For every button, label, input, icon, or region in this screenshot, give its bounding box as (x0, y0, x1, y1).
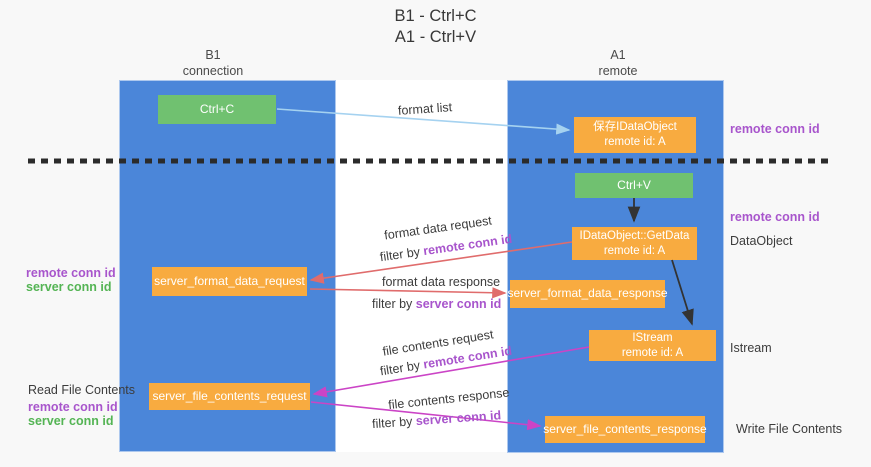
lane-b1-subtitle: connection (182, 63, 244, 78)
label-remote-conn-id-left-2: remote conn id (28, 400, 118, 414)
node-getdata-line2: remote id: A (603, 244, 666, 257)
node-save-idataobject-line1: 保存IDataObject (593, 121, 677, 134)
node-getdata-line1: IDataObject::GetData (579, 229, 690, 242)
label-filter-by-server-1: filter by server conn id (372, 297, 501, 311)
node-file-request-label: server_file_contents_request (152, 388, 307, 403)
node-istream-line2: remote id: A (621, 346, 684, 359)
node-save-idataobject: 保存IDataObject remote id: A (574, 117, 696, 153)
filter-prefix-2: filter by (372, 297, 416, 311)
lane-a1-subtitle: remote (598, 63, 638, 78)
label-read-file-contents: Read File Contents (28, 383, 136, 397)
label-dataobject: DataObject (730, 234, 793, 248)
node-server-format-data-request: server_format_data_request (152, 267, 307, 296)
lane-a1-name: A1 (610, 48, 626, 62)
node-format-response-label: server_format_data_response (507, 286, 668, 301)
label-istream: Istream (730, 341, 772, 355)
node-file-response-label: server_file_contents_response (543, 421, 707, 436)
lane-header-b1: B1 connection (133, 48, 293, 79)
label-server-conn-id-left-1: server conn id (26, 280, 112, 294)
label-write-file-contents: Write File Contents (736, 422, 843, 436)
node-ctrl-v-label: Ctrl+V (617, 177, 651, 192)
label-format-data-response: format data response (382, 275, 501, 289)
diagram-title: B1 - Ctrl+C A1 - Ctrl+V (0, 6, 871, 48)
label-remote-conn-id-top-right: remote conn id (730, 122, 820, 136)
label-remote-conn-id-left-1: remote conn id (26, 266, 116, 280)
node-ctrl-v: Ctrl+V (575, 173, 693, 198)
node-ctrl-c: Ctrl+C (158, 95, 276, 124)
filter-highlight-server-1: server conn id (415, 297, 502, 311)
node-idataobject-getdata: IDataObject::GetData remote id: A (572, 227, 697, 260)
label-remote-conn-id-mid-right: remote conn id (730, 210, 820, 224)
node-server-file-contents-request: server_file_contents_request (149, 383, 310, 410)
title-line-2: A1 - Ctrl+V (394, 28, 477, 47)
node-istream: IStream remote id: A (589, 330, 716, 361)
lane-b1-name: B1 (205, 48, 221, 62)
node-server-format-data-response: server_format_data_response (507, 280, 668, 308)
title-line-1: B1 - Ctrl+C (394, 7, 477, 25)
label-server-conn-id-left-2: server conn id (28, 414, 114, 428)
node-istream-line1: IStream (632, 331, 673, 344)
node-server-file-contents-response: server_file_contents_response (543, 416, 707, 443)
lane-header-a1: A1 remote (538, 48, 698, 79)
node-save-idataobject-line2: remote id: A (604, 136, 666, 148)
node-format-request-label: server_format_data_request (154, 273, 305, 288)
node-ctrl-c-label: Ctrl+C (199, 101, 235, 116)
